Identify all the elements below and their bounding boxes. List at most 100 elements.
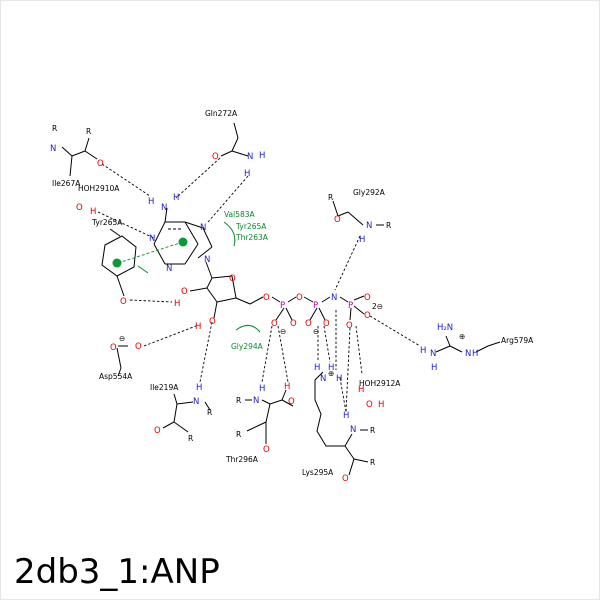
thr296-residue: [245, 389, 294, 444]
atom-o: O: [212, 152, 219, 162]
atom-h: H: [472, 349, 478, 359]
atom-h: H: [328, 363, 334, 373]
label-arg579: Arg579A: [501, 336, 534, 345]
hydrophobic-contacts: [117, 221, 261, 333]
atom-n: N: [161, 203, 167, 213]
label-thr263: Thr263A: [235, 233, 269, 242]
atom-o: O: [346, 321, 353, 331]
tyrosine-ring: [101, 228, 137, 297]
charge-2minus: 2⊖: [372, 302, 383, 311]
atom-h: H: [259, 384, 265, 394]
label-hoh2910: HOH2910A: [78, 184, 120, 193]
label-gly294: Gly294A: [231, 342, 264, 351]
atom-o: O: [334, 215, 341, 225]
atom-h: H: [431, 363, 437, 373]
atom-n: N: [350, 425, 356, 435]
atom-h: H: [173, 193, 179, 203]
charge-plus: ⊕: [328, 369, 334, 378]
atom-o: O: [263, 445, 270, 455]
atom-h: H: [244, 169, 250, 179]
atom-n: N: [149, 234, 155, 244]
atom-o: O: [364, 293, 371, 303]
atom-h: H: [174, 299, 180, 309]
atom-h2n: H₂N: [437, 323, 453, 333]
atom-o: O: [271, 319, 278, 329]
charge-minus: ⊖: [280, 327, 286, 336]
lys295-residue: [314, 371, 369, 476]
atom-h: H: [148, 197, 154, 207]
atom-n: N: [366, 221, 372, 231]
ribose-ring: [189, 261, 264, 319]
gln272-sidechain: [220, 122, 249, 157]
atom-h: H: [358, 385, 364, 395]
atom-n: N: [247, 152, 253, 162]
charge-minus: ⊖: [313, 327, 319, 336]
arg579-sidechain: [435, 335, 501, 353]
atom-n: N: [253, 396, 259, 406]
atom-o: O: [263, 293, 270, 303]
atom-n: N: [465, 349, 471, 359]
atom-n: N: [204, 255, 210, 265]
label-asp554: Asp554A: [99, 372, 133, 381]
atom-o: O: [364, 311, 371, 321]
atom-h: H: [359, 235, 365, 245]
atom-n: N: [50, 144, 56, 154]
atom-o: O: [181, 287, 188, 297]
ile267-backbone: [61, 137, 98, 177]
label-thr296: Thr296A: [225, 455, 259, 464]
atom-p: P: [348, 301, 353, 311]
atom-h: H: [195, 322, 201, 332]
atom-o: O: [342, 474, 349, 484]
atom-r: R: [386, 221, 391, 230]
atom-o: O: [288, 397, 295, 407]
hydrogen-bonds: [97, 157, 421, 413]
atom-o: O: [305, 319, 312, 329]
atom-r: R: [236, 430, 241, 439]
charge-minus: ⊖: [119, 334, 125, 343]
atom-o: O: [135, 342, 142, 352]
atom-r: R: [188, 434, 193, 443]
atom-r: R: [52, 124, 57, 133]
label-ile219: Ile219A: [150, 383, 179, 392]
pi-center-adenine: [178, 237, 188, 247]
atom-n: N: [166, 264, 172, 274]
atom-p: P: [280, 301, 285, 311]
atom-n: N: [193, 397, 199, 407]
label-gly292: Gly292A: [353, 188, 386, 197]
ligand-title: 2db3_1:ANP: [14, 552, 220, 592]
atom-o: O: [110, 343, 117, 353]
atom-h: H: [343, 411, 349, 421]
atom-r: R: [207, 408, 212, 417]
label-tyr265-hydrophobic: Tyr265A: [235, 222, 267, 231]
atom-o: O: [76, 203, 83, 213]
pi-center-tyrosine: [112, 258, 122, 268]
atom-h: H: [336, 374, 342, 384]
label-lys295: Lys295A: [302, 468, 334, 477]
atom-p: P: [313, 301, 318, 311]
atom-h: H: [259, 151, 265, 161]
charge-plus: ⊕: [459, 332, 465, 341]
atom-h: H: [196, 383, 202, 393]
label-tyr265: Tyr265A: [91, 218, 123, 227]
atom-n: N: [200, 223, 206, 233]
atom-o: O: [229, 274, 236, 284]
atom-o: O: [97, 159, 104, 169]
label-val583: Val583A: [224, 210, 256, 219]
atom-r: R: [370, 458, 375, 467]
atom-h: H: [284, 382, 290, 392]
label-ile267: Ile267A: [52, 179, 81, 188]
label-hoh2912: HOH2912A: [359, 379, 401, 388]
atom-o: O: [290, 319, 297, 329]
phosphate-chain: [271, 295, 365, 321]
atom-symbols: R R N O O N H H H N H O H N N N N O O H …: [50, 124, 478, 484]
atom-n: N: [320, 374, 326, 384]
atom-o: O: [366, 400, 373, 410]
atom-r: R: [236, 396, 241, 405]
atom-n: N: [331, 293, 337, 303]
atom-r: R: [370, 426, 375, 435]
adenine-ring: [153, 207, 213, 265]
atom-h: H: [314, 363, 320, 373]
atom-h: H: [90, 207, 96, 217]
atom-n: N: [430, 349, 436, 359]
